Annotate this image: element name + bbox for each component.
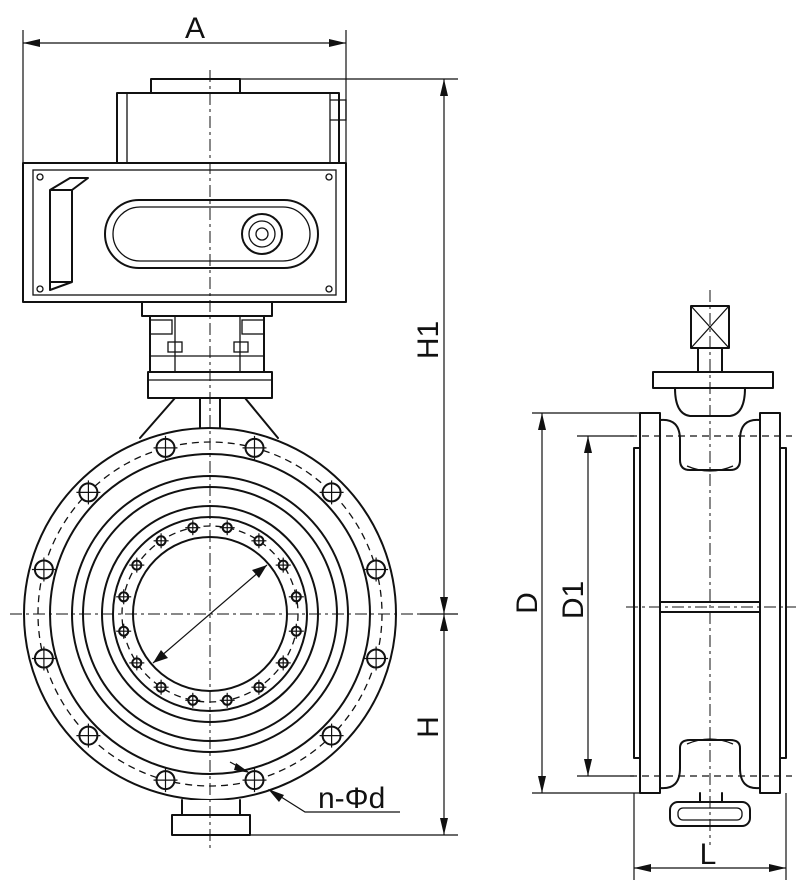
bolt-hole-label: n-Φd — [318, 782, 385, 815]
coupling-bolt — [241, 319, 265, 335]
bottom-stub — [171, 799, 251, 836]
body-lower — [659, 739, 761, 790]
right-flange-plate — [759, 412, 781, 794]
actuator-screw — [325, 173, 333, 181]
side-view — [626, 290, 796, 845]
dimension-A-label: A — [185, 12, 205, 45]
outer-bolt-holes — [31, 435, 389, 793]
indicator-window-outer — [104, 199, 319, 269]
mounting-plate-top — [141, 301, 273, 317]
coupling-bolt — [149, 319, 173, 335]
bolt-hole-leader — [277, 794, 400, 813]
dimension-L-label: L — [700, 838, 717, 871]
indicator-window-inner — [112, 206, 311, 262]
dimension-D1-label: D1 — [557, 581, 590, 619]
left-flange-plate — [639, 412, 661, 794]
actuator-screw — [325, 285, 333, 293]
actuator-screw — [36, 285, 44, 293]
actuator-upper-housing — [116, 92, 340, 164]
dimension-H-label: H — [412, 716, 445, 738]
indicator-knob — [241, 213, 283, 255]
front-view — [10, 70, 420, 848]
bracket-body — [149, 315, 265, 373]
dimension-D-label: D — [511, 592, 544, 614]
actuator-top-cap — [150, 78, 241, 94]
valve-neck — [139, 397, 279, 439]
inner-bolt-holes — [116, 520, 304, 708]
top-mounting-flange — [652, 371, 774, 389]
side-dimensions: D D1 L — [511, 412, 787, 880]
actuator-screw — [36, 173, 44, 181]
front-dimensions: A H1 H n-Φd — [22, 12, 458, 836]
dimension-H1-label: H1 — [412, 321, 445, 359]
handwheel-cover — [49, 177, 89, 291]
